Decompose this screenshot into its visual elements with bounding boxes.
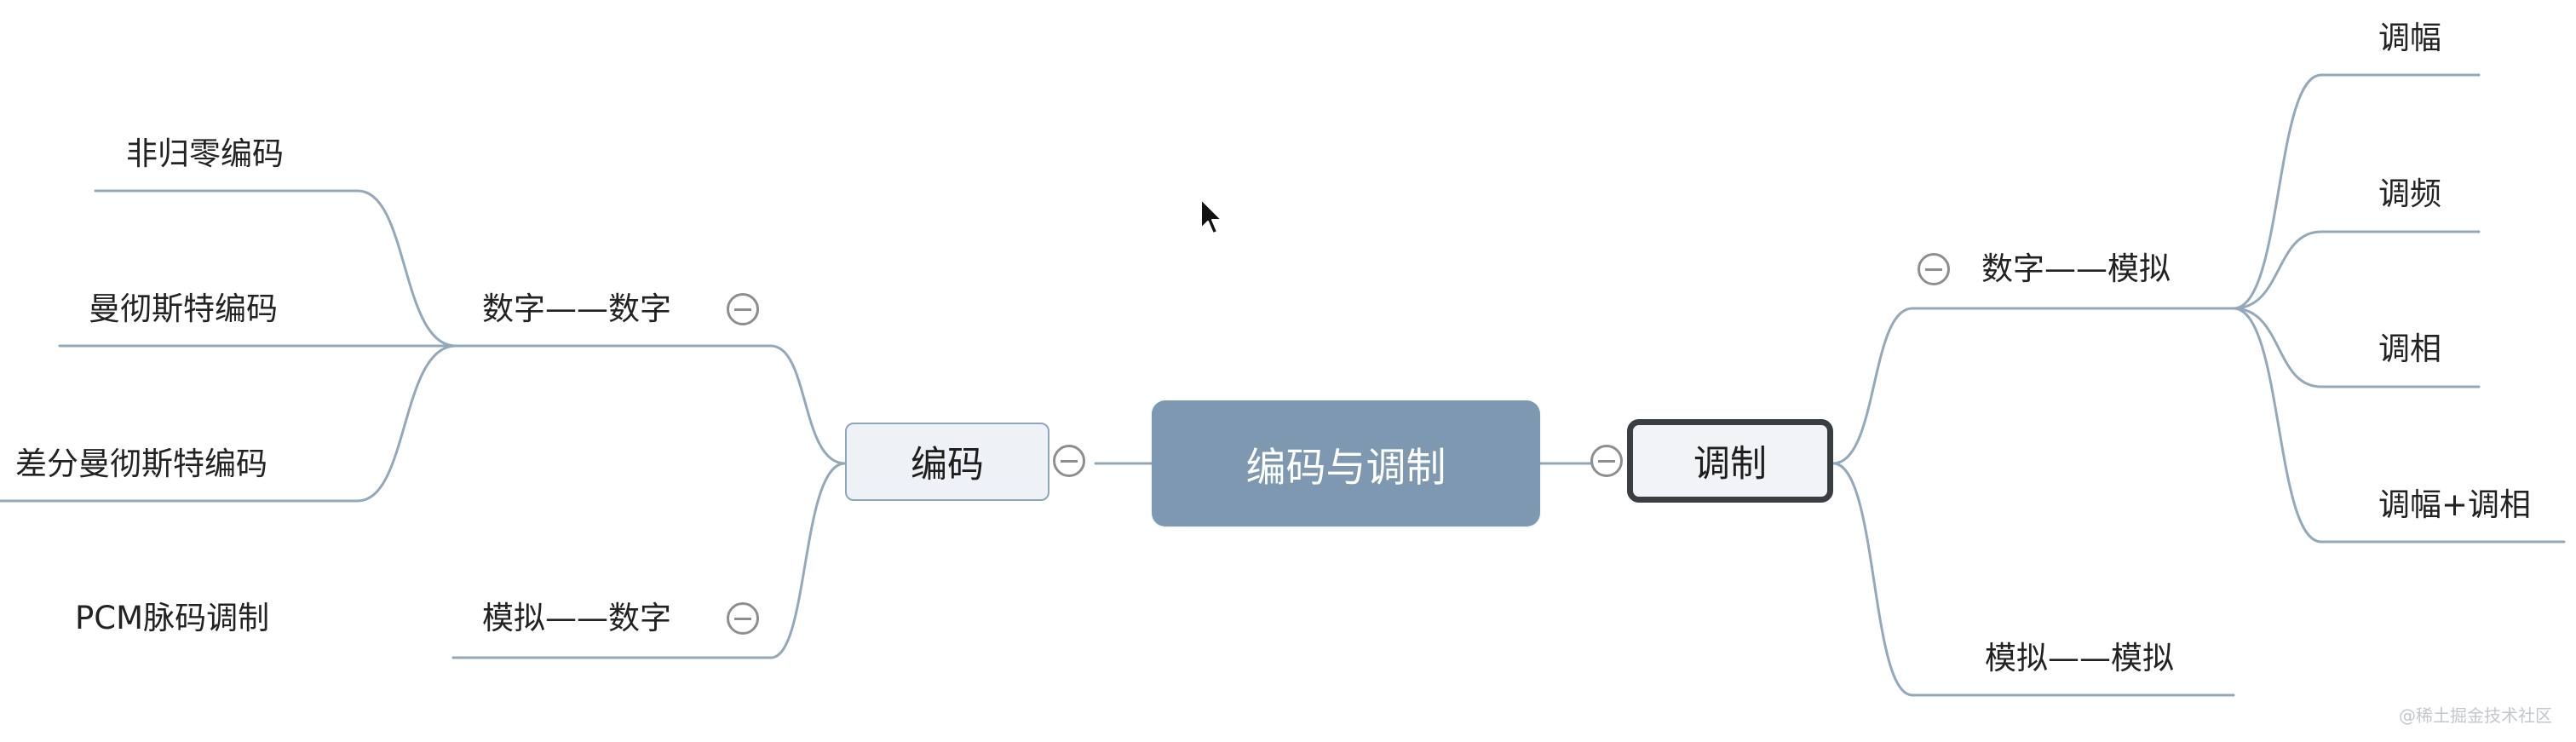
leaf-fm[interactable]: 调频	[2378, 175, 2441, 212]
leaf-pcm-modulation[interactable]: PCM脉码调制	[75, 600, 270, 636]
mouse-pointer-icon	[1200, 198, 1222, 234]
collapse-minus-icon[interactable]	[1918, 253, 1950, 285]
connector-leaf-6	[2232, 307, 2481, 388]
connector-left-branch-2	[451, 462, 847, 659]
connector-right-branch-2	[1831, 462, 2235, 697]
connector-leaf-5	[2232, 230, 2481, 310]
leaf-diff-manchester-encoding[interactable]: 差分曼彻斯特编码	[15, 446, 267, 482]
connector-right-branch-1	[1831, 307, 2235, 465]
topic-encoding[interactable]: 编码	[845, 423, 1049, 501]
connector-left-branch-1	[434, 344, 847, 465]
connector-leaf-3	[0, 344, 457, 503]
leaf-pm[interactable]: 调相	[2378, 331, 2441, 367]
central-topic[interactable]: 编码与调制	[1152, 400, 1540, 526]
collapse-minus-icon[interactable]	[1053, 445, 1085, 477]
collapse-minus-icon[interactable]	[1590, 445, 1623, 477]
topic-modulation[interactable]: 调制	[1627, 419, 1833, 503]
branch-analog-to-analog[interactable]: 模拟——模拟	[1985, 640, 2174, 676]
connector-leaf-1	[94, 189, 457, 348]
branch-digital-to-analog[interactable]: 数字——模拟	[1981, 250, 2171, 287]
leaf-nrz-encoding[interactable]: 非归零编码	[126, 135, 284, 172]
collapse-minus-icon[interactable]	[727, 293, 759, 325]
connector-leaf-7	[2232, 307, 2566, 544]
leaf-manchester-encoding[interactable]: 曼彻斯特编码	[89, 290, 278, 327]
branch-analog-to-digital[interactable]: 模拟——数字	[482, 600, 671, 636]
leaf-am-pm[interactable]: 调幅+调相	[2378, 486, 2532, 523]
watermark: @稀土掘金技术社区	[2399, 705, 2552, 726]
connector-leaf-4	[2232, 73, 2481, 310]
branch-digital-to-digital[interactable]: 数字——数字	[482, 290, 671, 327]
collapse-minus-icon[interactable]	[727, 602, 759, 635]
leaf-am[interactable]: 调幅	[2378, 20, 2441, 56]
